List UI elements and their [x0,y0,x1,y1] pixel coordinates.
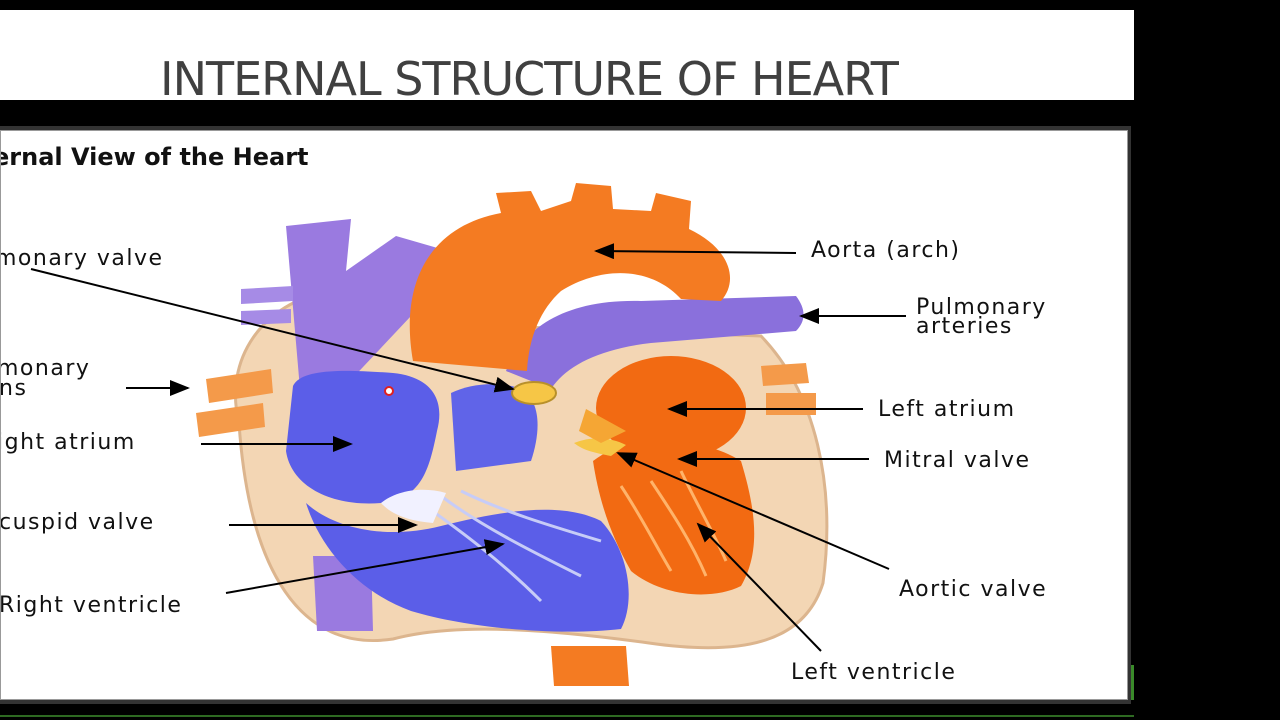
right-atrium-chamber [286,370,440,504]
right-atrium-highlight [451,384,538,471]
septum [541,383,586,507]
slide-title: INTERNAL STRUCTURE OF HEART [160,52,899,106]
leader-aorta [594,243,797,260]
descending-aorta [551,646,629,686]
aortic-valve-shape [579,409,626,443]
heart-diagram: ernal View of the Heart [0,130,1128,700]
marker-dot [384,386,394,396]
leader-pulmonary-valve [30,268,515,393]
label-tricuspid-valve: cuspid valve [1,510,155,535]
label-pulmonary-arteries-line1: Pulmonary [916,295,1047,320]
leader-right-ventricle [225,539,505,594]
right-ventricle-chamber [306,503,629,632]
label-left-atrium: Left atrium [878,397,1016,422]
tricuspid-valve-shape [381,489,446,523]
label-pulmonary-arteries-line2: arteries [916,314,1013,339]
label-aorta: Aorta (arch) [811,238,961,263]
label-left-ventricle: Left ventricle [791,660,956,685]
heart-diagram-svg: ernal View of the Heart [1,143,1047,686]
label-pulmonary-veins-line2: ns [1,376,27,401]
pulmonary-veins-right [196,369,273,437]
pulmonary-vessel-stubs [241,286,293,325]
pulmonary-valve-shape [511,381,557,405]
vena-cava [286,219,441,401]
slide: INTERNAL STRUCTURE OF HEART ernal View o… [0,10,1134,720]
diagram-heading: ernal View of the Heart [1,143,309,171]
mitral-valve-shape [574,438,626,456]
accent-line [0,715,1134,717]
pulmonary-veins-left [761,363,816,415]
label-pulmonary-veins-line1: monary [1,356,90,381]
pulmonary-artery [506,296,804,389]
label-right-atrium: ight atrium [1,430,136,455]
label-pulmonary-valve: monary valve [1,246,164,271]
leader-aortic-valve [616,452,890,570]
label-right-ventricle: Right ventricle [1,593,182,618]
aorta [409,183,731,371]
title-band: INTERNAL STRUCTURE OF HEART [0,10,1134,106]
leader-lines [30,243,906,652]
label-aortic-valve: Aortic valve [899,577,1047,602]
label-mitral-valve: Mitral valve [884,448,1031,473]
leader-left-ventricle [696,522,822,652]
